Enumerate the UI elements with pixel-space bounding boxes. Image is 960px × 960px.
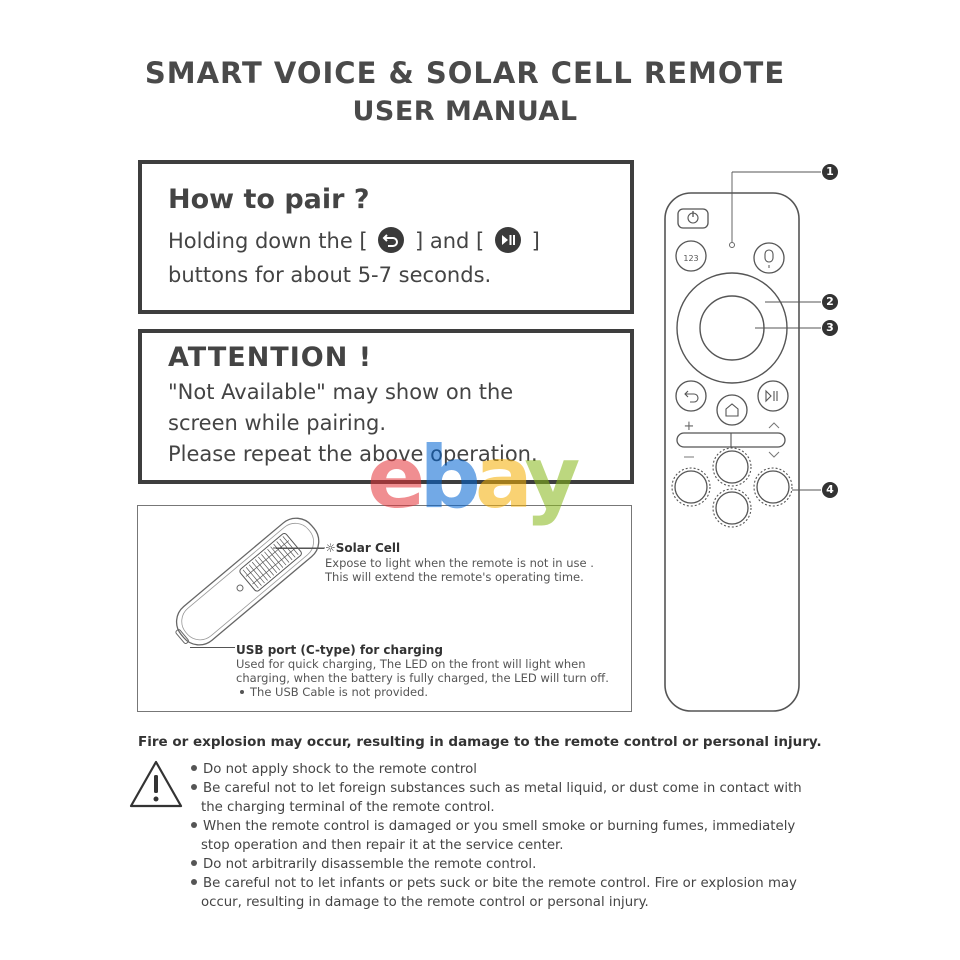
callout-4: 4 [822,482,838,498]
bullet [191,822,197,828]
shortcut-buttons [674,450,790,525]
watermark-letter: b [419,428,481,528]
callout-3: 3 [822,320,838,336]
callout-2: 2 [822,294,838,310]
page-title: SMART VOICE & SOLAR CELL REMOTE [144,56,786,90]
usb-leader-line [190,647,235,648]
pairing-box [138,160,634,314]
attention-box [138,329,634,484]
warning-item: Be careful not to let foreign substances… [191,779,802,798]
attention-line: screen while pairing. [168,411,387,435]
usb-port-title: USB port (C-type) for charging [236,643,443,657]
solar-cell-title: Solar Cell [335,541,401,555]
warning-item: Do not arbitrarily disassemble the remot… [191,855,536,874]
solar-cell-desc: This will extend the remote's operating … [325,570,584,584]
sun-icon: ☼ [325,541,336,555]
bullet [240,690,244,694]
bullet [191,879,197,885]
pairing-text-prefix: Holding down the [ [168,229,368,253]
warning-item: When the remote control is damaged or yo… [191,817,795,836]
power-button [677,208,709,229]
warning-item-cont: the charging terminal of the remote cont… [201,800,495,815]
warning-text: When the remote control is damaged or yo… [203,819,796,834]
solar-cell-desc: Expose to light when the remote is not i… [325,556,594,570]
ebay-watermark: ebay [367,428,580,528]
warning-item: Be careful not to let infants or pets su… [191,874,797,893]
page-subtitle: USER MANUAL [352,96,578,127]
remote-front-diagram: 123 + [664,171,821,712]
warning-text: Do not arbitrarily disassemble the remot… [203,857,537,872]
solar-usb-info-box [137,505,632,712]
bullet [191,784,197,790]
attention-line: Please repeat the above operation. [168,442,538,466]
back-icon [378,227,405,253]
warning-item-cont: occur, resulting in damage to the remote… [201,895,649,910]
attention-line: "Not Available" may show on the [168,380,514,404]
pairing-text-suffix: ] [531,229,540,253]
warning-item: Do not apply shock to the remote control [191,760,477,779]
bullet [191,860,197,866]
pairing-instruction-line-2: buttons for about 5-7 seconds. [168,263,492,287]
watermark-letter: e [367,428,425,528]
warning-item-cont: stop operation and then repair it at the… [201,838,564,853]
play-pause-icon [494,227,521,253]
solar-leader-line [276,548,324,549]
warning-text: Be careful not to let foreign substances… [203,781,802,796]
pairing-instruction-line-1: Holding down the [ ] and [ ] [168,226,540,257]
watermark-letter: a [474,428,530,528]
attention-title: ATTENTION ! [168,342,373,373]
warning-triangle-icon [129,760,183,808]
warning-heading: Fire or explosion may occur, resulting i… [138,734,822,750]
usb-note-text: The USB Cable is not provided. [250,685,429,699]
pairing-title: How to pair ? [168,184,370,215]
warning-text: Do not apply shock to the remote control [203,762,477,777]
callout-1: 1 [822,164,838,180]
warning-text: Be careful not to let infants or pets su… [203,876,797,891]
volume-plus-label: + [684,419,695,434]
usb-port-desc: charging, when the battery is fully char… [236,671,609,685]
keypad-label: 123 [683,254,698,263]
solar-cell-label: ☼Solar Cell [325,541,400,555]
usb-note: The USB Cable is not provided. [240,685,428,700]
pairing-text-middle: ] and [ [415,229,485,253]
usb-port-desc: Used for quick charging, The LED on the … [236,657,586,671]
watermark-letter: y [524,428,580,528]
bullet [191,765,197,771]
